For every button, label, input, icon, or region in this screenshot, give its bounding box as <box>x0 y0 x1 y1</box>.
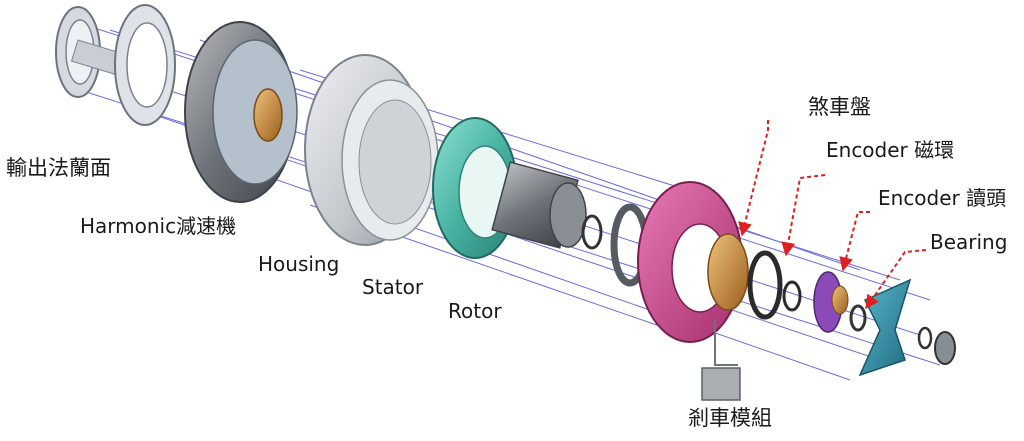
housing-part <box>304 54 439 246</box>
harmonic-reducer-part <box>184 21 298 203</box>
brake-disc-part <box>637 181 749 343</box>
label-encoder-head: Encoder 讀頭 <box>878 186 1007 210</box>
label-output-flange: 輸出法蘭面 <box>6 156 111 180</box>
harmonic-ring-part <box>114 4 176 126</box>
callout-arrows <box>738 120 927 310</box>
label-bearing: Bearing <box>930 230 1008 254</box>
label-brake-module: 剎車模組 <box>688 406 772 430</box>
output-flange-part <box>55 6 165 98</box>
small-bearing-rings <box>581 203 650 287</box>
encoder-ring-part <box>747 250 802 320</box>
rotor-part <box>491 161 587 249</box>
brake-module-part <box>701 320 741 401</box>
label-stator: Stator <box>362 275 424 299</box>
encoder-head-part <box>813 271 849 333</box>
label-rotor: Rotor <box>448 299 502 323</box>
label-harmonic-reducer: Harmonic減速機 <box>80 214 237 238</box>
label-brake-disc: 煞車盤 <box>808 95 871 119</box>
callout-arrow-brake-disc <box>738 120 769 237</box>
callout-arrow-bearing <box>865 249 927 310</box>
bearing-part <box>849 278 956 377</box>
label-housing: Housing <box>258 252 340 276</box>
callout-arrow-encoder-head <box>839 211 870 272</box>
label-encoder-ring: Encoder 磁環 <box>826 138 955 162</box>
callout-arrow-encoder-ring <box>781 174 826 257</box>
